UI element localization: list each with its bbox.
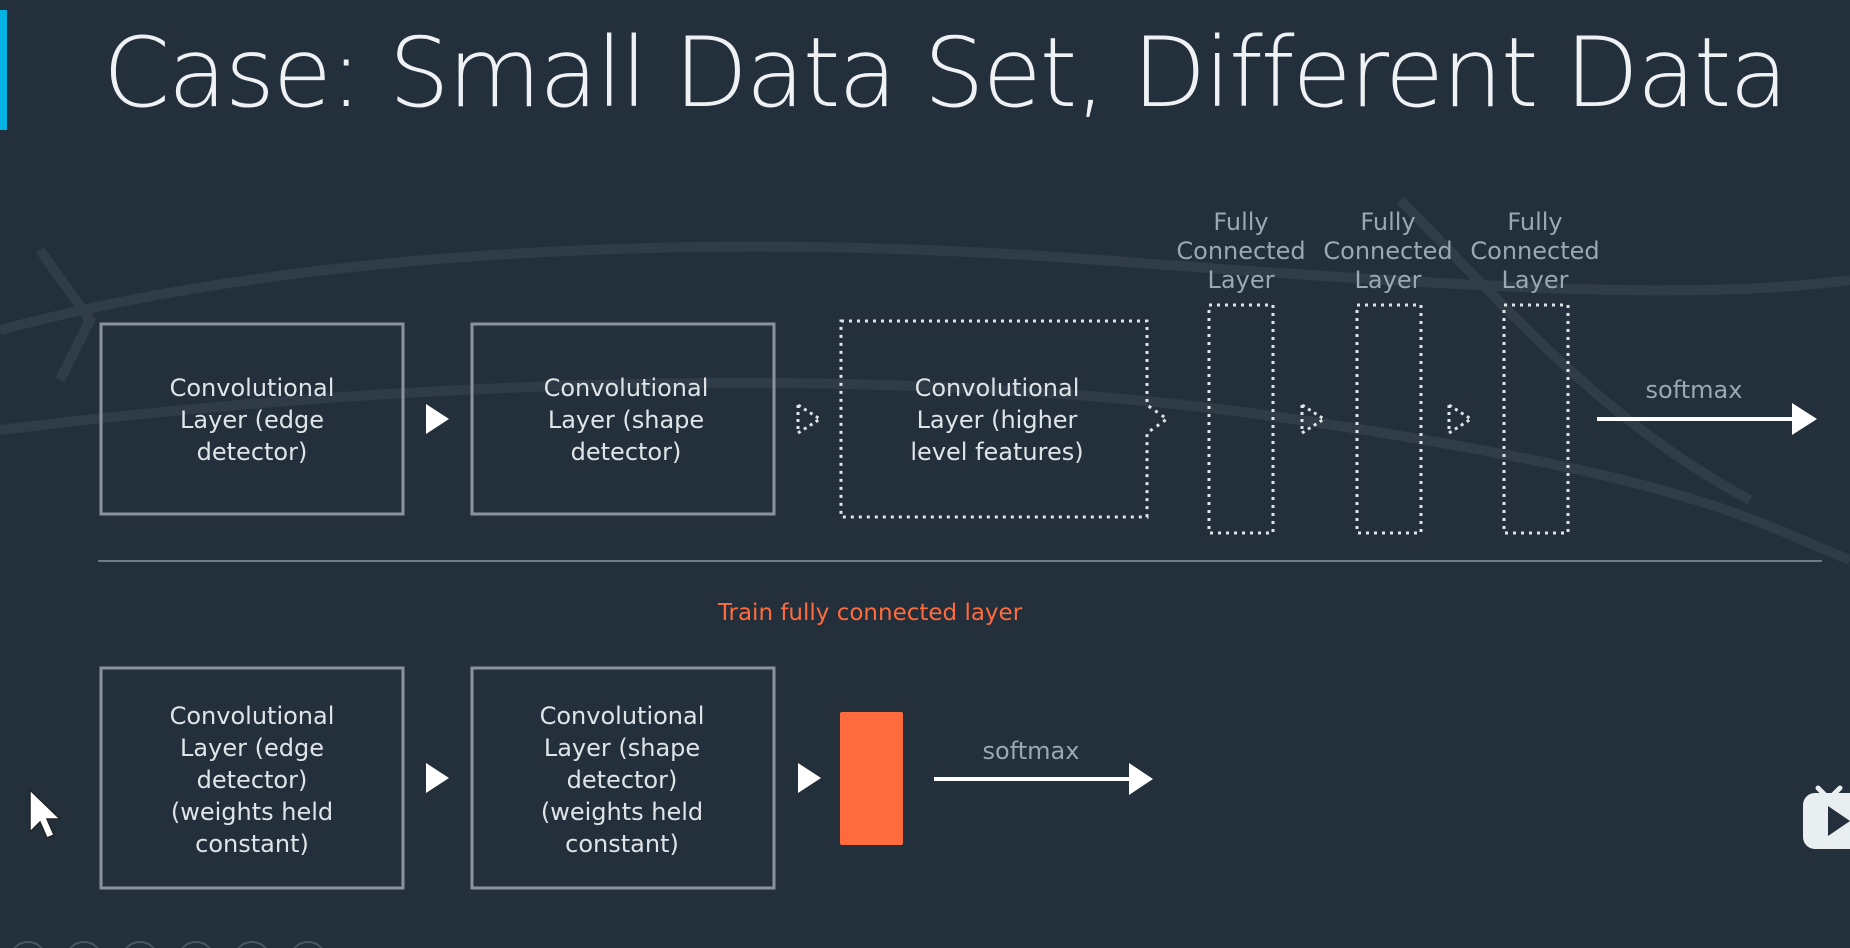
background-decoration	[0, 196, 1850, 565]
mouse-cursor-icon	[29, 788, 62, 839]
fc-label-line: Fully	[1360, 208, 1415, 236]
fully-connected-layer-1: Fully Connected Layer	[1176, 208, 1306, 535]
bottom-navigation-dots	[13, 941, 323, 948]
play-arrow-icon	[426, 763, 449, 793]
fc-label-line: Layer	[1502, 266, 1569, 294]
layer-label-line: (weights held	[171, 798, 333, 826]
layer-label-line: Layer (edge	[180, 734, 324, 762]
fully-connected-layer-2: Fully Connected Layer	[1323, 208, 1453, 535]
layer-label-line: Layer (edge	[180, 406, 324, 434]
layer-label-line: Convolutional	[915, 374, 1080, 402]
softmax-label: softmax	[983, 737, 1080, 765]
top-conv-layer-higher: Convolutional Layer (higher level featur…	[839, 319, 1170, 519]
top-conv-layer-shape: Convolutional Layer (shape detector)	[470, 322, 776, 516]
fc-label-line: Fully	[1507, 208, 1562, 236]
fc-label-line: Connected	[1176, 237, 1305, 265]
top-softmax-output: softmax	[1597, 376, 1817, 435]
bottom-softmax-output: softmax	[934, 737, 1153, 795]
fc-label-line: Layer	[1208, 266, 1275, 294]
layer-label-line: Layer (higher	[917, 406, 1078, 434]
fc-label-line: Fully	[1213, 208, 1268, 236]
train-caption: Train fully connected layer	[717, 600, 1023, 626]
fully-connected-layer-3: Fully Connected Layer	[1470, 208, 1600, 535]
layer-label-line: detector)	[567, 766, 678, 794]
layer-label-line: detector)	[197, 438, 308, 466]
bottom-conv-layer-shape: Convolutional Layer (shape detector) (we…	[470, 666, 776, 890]
layer-label-line: Convolutional	[540, 702, 705, 730]
dotted-arrow-icon	[1300, 402, 1327, 436]
fc-label-line: Layer	[1355, 266, 1422, 294]
layer-label-line: Convolutional	[544, 374, 709, 402]
layer-label-line: level features)	[910, 438, 1083, 466]
layer-label-line: detector)	[571, 438, 682, 466]
accent-bar	[0, 10, 7, 130]
layer-label-line: Layer (shape	[548, 406, 704, 434]
layer-label-line: constant)	[195, 830, 309, 858]
video-player-icon[interactable]	[1803, 785, 1850, 849]
layer-label-line: Layer (shape	[544, 734, 700, 762]
bottom-conv-layer-edge: Convolutional Layer (edge detector) (wei…	[99, 666, 405, 890]
layer-label-line: constant)	[565, 830, 679, 858]
layer-label-line: detector)	[197, 766, 308, 794]
softmax-label: softmax	[1646, 376, 1743, 404]
slide-title: Case: Small Data Set, Different Data	[103, 17, 1788, 129]
layer-label-line: (weights held	[541, 798, 703, 826]
dotted-arrow-icon	[796, 402, 823, 436]
layer-label-line: Convolutional	[170, 374, 335, 402]
top-conv-layer-edge: Convolutional Layer (edge detector)	[99, 322, 405, 516]
dotted-arrow-icon	[1447, 402, 1474, 436]
new-fully-connected-layer	[840, 712, 903, 845]
play-arrow-icon	[798, 763, 821, 793]
fc-label-line: Connected	[1323, 237, 1452, 265]
fc-label-line: Connected	[1470, 237, 1599, 265]
play-arrow-icon	[426, 404, 449, 434]
layer-label-line: Convolutional	[170, 702, 335, 730]
arrowhead-icon	[1129, 763, 1153, 795]
arrowhead-icon	[1792, 403, 1817, 435]
